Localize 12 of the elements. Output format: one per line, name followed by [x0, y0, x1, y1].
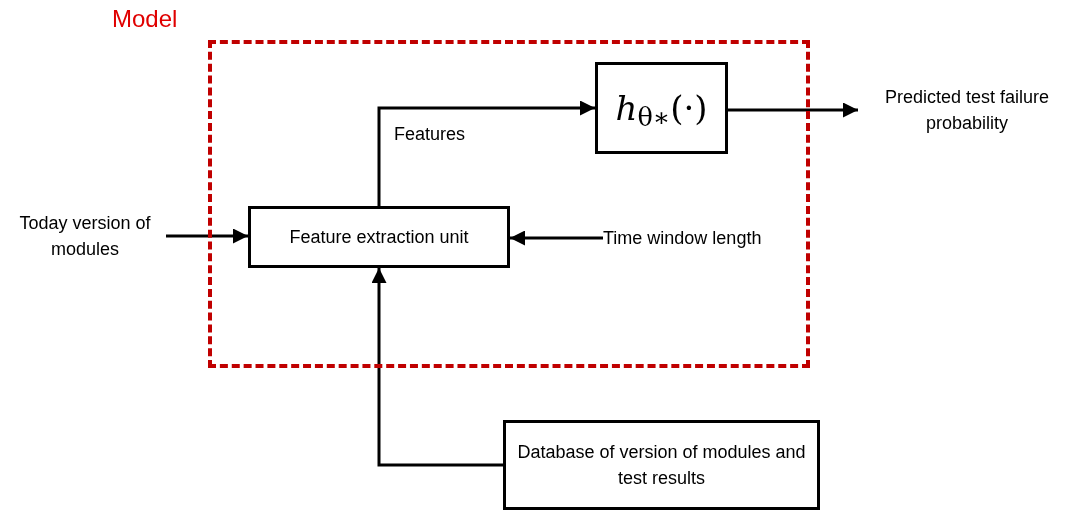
arrow	[371, 268, 503, 467]
input-label: Today version of modules	[4, 208, 166, 264]
function-box: h$_{θ∗}$(·)	[595, 62, 728, 154]
output-label: Predicted test failure probability	[858, 82, 1076, 138]
arrow	[728, 102, 858, 118]
group-heading: Model	[112, 4, 178, 34]
arrow	[510, 230, 603, 246]
arrow	[377, 100, 595, 206]
database-box: Database of version of modules and test results	[503, 420, 820, 510]
input-label: Time window length	[603, 224, 799, 252]
process-box: Feature extraction unit	[248, 206, 510, 268]
arrow	[166, 228, 248, 244]
